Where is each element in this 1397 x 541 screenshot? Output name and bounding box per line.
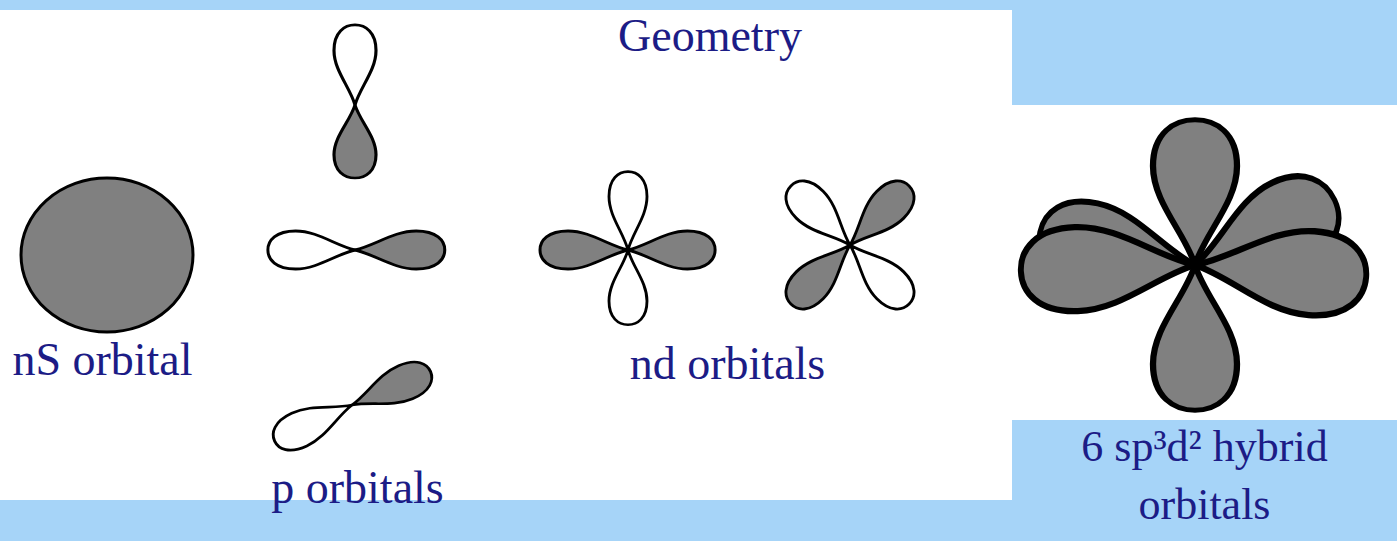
heading-label: Geometry <box>560 10 860 62</box>
orbital-label: p orbitals <box>225 462 490 514</box>
orbital-label: nd orbitals <box>575 338 880 390</box>
p-orbital <box>267 355 438 457</box>
orbital-label: nS orbital <box>5 334 200 386</box>
hybrid-orbitals <box>1019 120 1369 410</box>
orbital-label: 6 sp³d² hybrid orbitals <box>1017 418 1392 534</box>
white-panel <box>1012 105 1397 420</box>
s-orbital <box>21 178 193 332</box>
d-orbital <box>777 172 922 317</box>
white-panel <box>0 10 1012 500</box>
p-orbital <box>334 25 376 178</box>
d-orbital <box>540 172 715 325</box>
p-orbital <box>268 231 445 269</box>
